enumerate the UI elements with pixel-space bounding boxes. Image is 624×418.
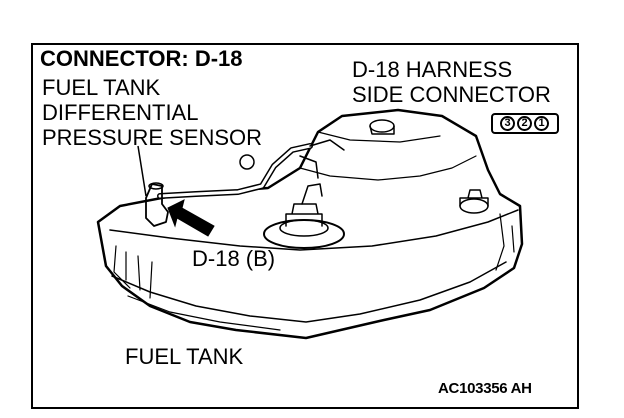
connector-callout: D-18 (B) — [192, 246, 276, 271]
hose-inner — [158, 144, 312, 198]
pump-body — [285, 203, 323, 227]
tank-left-recess — [113, 245, 153, 299]
right-fitting — [459, 198, 489, 214]
sensor-label-line1: FUEL TANK — [42, 75, 161, 100]
tank-right-detail — [495, 213, 515, 271]
tank-boss — [239, 154, 255, 170]
pump-connector — [301, 183, 323, 205]
sensor-label-line2: DIFFERENTIAL — [42, 100, 199, 125]
tank-top-contour-2 — [317, 131, 441, 143]
vent-tube — [299, 139, 345, 179]
sensor-label-line3: PRESSURE SENSOR — [42, 125, 263, 150]
tank-lower-skirt — [111, 261, 507, 323]
connector-pin: 1 — [534, 116, 549, 131]
sensor-top — [148, 182, 164, 190]
tank-top-contour — [299, 155, 477, 181]
right-fitting-body — [459, 189, 489, 207]
tank-lower-skirt-2 — [127, 295, 281, 331]
figure-frame — [31, 43, 579, 409]
harness-label-line1: D-18 HARNESS — [352, 57, 513, 82]
sensor-leader-line — [137, 145, 147, 197]
filler-cap-neck — [369, 125, 395, 135]
fuel-tank-label: FUEL TANK — [125, 344, 244, 369]
pump-opening — [263, 219, 345, 249]
sensor-housing — [145, 183, 169, 227]
harness-label-line2: SIDE CONNECTOR — [352, 82, 551, 107]
connector-pin: 3 — [500, 116, 515, 131]
connector-arrow — [167, 199, 215, 237]
pump-flange — [279, 219, 329, 237]
tank-ridge — [109, 209, 519, 251]
figure-code: AC103356 AH — [438, 380, 532, 397]
connector-pin: 2 — [517, 116, 532, 131]
filler-cap — [369, 119, 395, 133]
page-title: CONNECTOR: D-18 — [40, 46, 243, 71]
connector-shell — [491, 113, 559, 134]
